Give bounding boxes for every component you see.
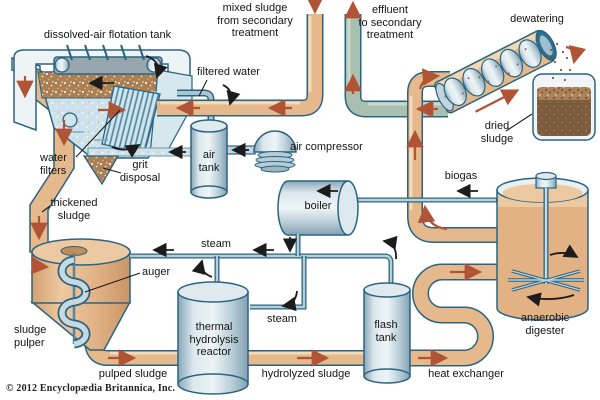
- thermal-hydrolysis-reactor: [177, 281, 249, 395]
- flow-arrow: [526, 292, 575, 307]
- digester-stirrer: [508, 171, 584, 292]
- flow-arrow: [549, 244, 579, 258]
- flow-arrow: [191, 259, 213, 278]
- flow-arrow: [145, 55, 168, 79]
- heat-exchanger-coil: [408, 263, 500, 367]
- grit-disposal-cone: [82, 155, 120, 186]
- flash-tank: [363, 282, 411, 384]
- flow-arrow: [222, 84, 241, 106]
- flow-arrow: [565, 45, 587, 65]
- air-tank: [190, 119, 228, 199]
- flow-arrow: [111, 144, 141, 158]
- sludge-particles: [546, 42, 572, 92]
- flow-arrow: [475, 89, 520, 113]
- steam-lines: [130, 234, 394, 310]
- skimmer: [53, 44, 163, 75]
- flow-arrow: [417, 204, 448, 231]
- flow-arrows: [16, 0, 587, 367]
- flow-arrow: [30, 255, 50, 275]
- sludge-pulper: [29, 238, 132, 351]
- flow-arrow: [281, 290, 298, 312]
- effluent-pipe: [344, 14, 448, 118]
- boiler: [277, 180, 359, 236]
- air-compressor: [253, 130, 297, 173]
- label-pointer-lines: [41, 79, 533, 293]
- dried-sludge-bin: [532, 73, 596, 141]
- flow-arrow: [382, 235, 398, 260]
- flow-arrow: [418, 68, 441, 90]
- auger-screw: [57, 253, 91, 349]
- dewatering-conveyor: [433, 30, 557, 114]
- anaerobic-digester: [496, 171, 589, 321]
